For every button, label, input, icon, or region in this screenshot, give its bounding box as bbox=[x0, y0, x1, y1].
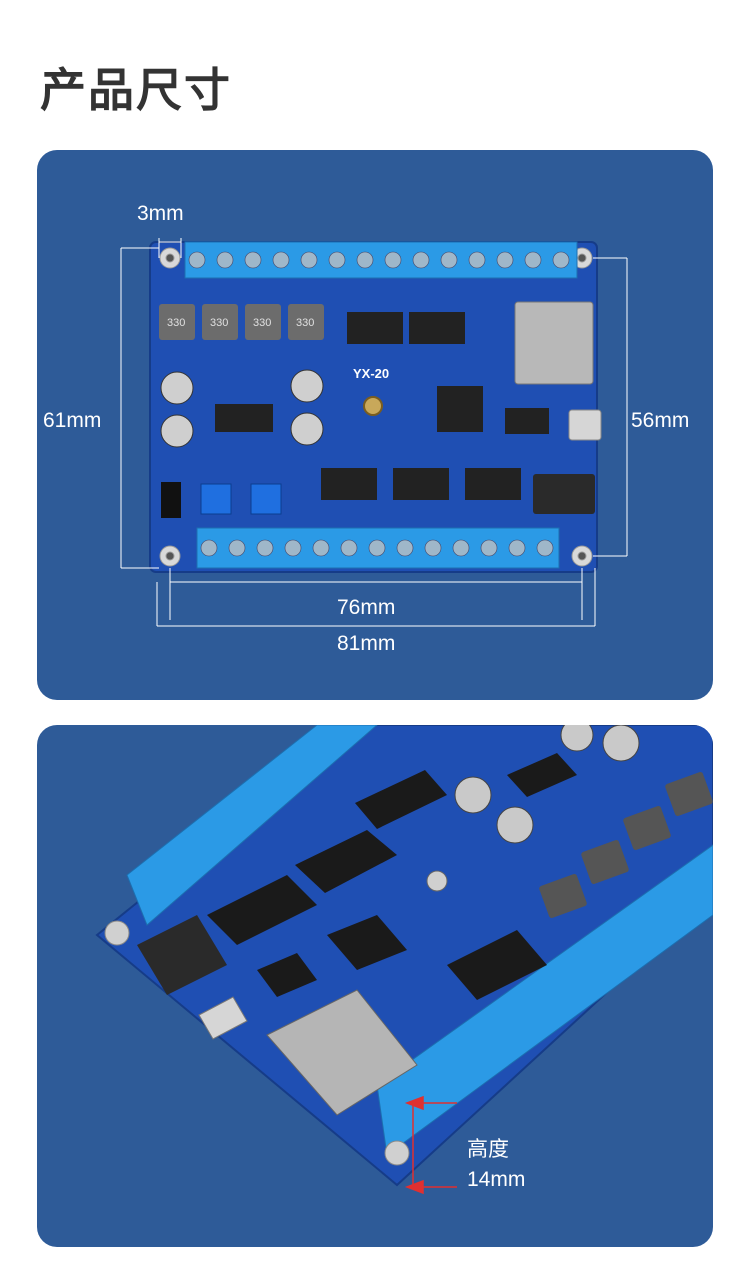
angled-inductors bbox=[539, 772, 713, 918]
dimension-lines bbox=[120, 238, 628, 627]
top-view-panel: 330 330 330 330 bbox=[37, 150, 713, 700]
svg-text:330: 330 bbox=[296, 317, 314, 329]
height-label-value: 14mm bbox=[467, 1168, 526, 1191]
page-title: 产品尺寸 bbox=[40, 64, 232, 116]
height-label: 高度 14mm bbox=[467, 1135, 525, 1195]
svg-text:330: 330 bbox=[253, 317, 271, 329]
dimension-hole-span-label: 76mm bbox=[337, 596, 396, 619]
dimension-left-height-label: 61mm bbox=[43, 409, 102, 432]
svg-text:330: 330 bbox=[167, 317, 185, 329]
angle-view-board-drawing bbox=[95, 725, 713, 1195]
dimension-hole-label: 3mm bbox=[137, 202, 184, 225]
angled-center-hole bbox=[426, 870, 448, 892]
chips bbox=[215, 312, 549, 500]
front-terminal-strip bbox=[376, 844, 713, 1156]
capacitors bbox=[160, 369, 324, 448]
headphone-jack bbox=[533, 474, 595, 514]
top-view-board-drawing: 330 330 330 330 bbox=[120, 238, 628, 627]
bottom-terminal-strip bbox=[196, 527, 560, 569]
usb-port bbox=[568, 409, 602, 441]
inductors: 330 330 330 330 bbox=[159, 304, 324, 340]
svg-text:330: 330 bbox=[210, 317, 228, 329]
top-terminal-strip bbox=[184, 241, 578, 279]
height-label-text: 高度 bbox=[467, 1138, 509, 1161]
angled-chips bbox=[207, 753, 577, 1000]
angle-view-panel: 高度 14mm bbox=[37, 725, 713, 1247]
sd-card-slot bbox=[514, 301, 594, 385]
power-switch bbox=[161, 482, 181, 518]
back-terminal-strip bbox=[126, 725, 378, 926]
angled-sd-slot bbox=[266, 989, 418, 1116]
angled-capacitors bbox=[454, 725, 640, 844]
vol-l-pot bbox=[200, 483, 232, 515]
board-model-label: YX-20 bbox=[353, 366, 389, 381]
dimension-right-height-label: 56mm bbox=[631, 409, 690, 432]
height-arrow bbox=[404, 1095, 457, 1195]
angled-mounting-holes bbox=[104, 920, 410, 1166]
angled-headphone-jack bbox=[137, 915, 227, 995]
vol-r-pot bbox=[250, 483, 282, 515]
angled-usb-port bbox=[198, 996, 248, 1040]
dimension-total-width-label: 81mm bbox=[337, 632, 396, 655]
center-hole bbox=[363, 396, 383, 416]
